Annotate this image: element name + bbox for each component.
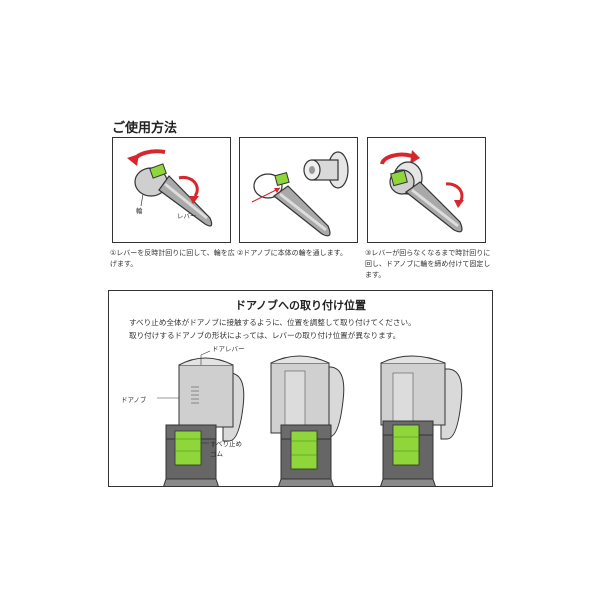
lever-label: レバー	[177, 212, 197, 220]
position-instructions: すべり止め全体がドアノブに接触するように、位置を調整して取り付けてください。 取…	[129, 316, 416, 342]
knob-diagrams	[157, 350, 463, 486]
step-3-illustration	[367, 137, 486, 243]
door-knob-label: ドアノブ	[121, 396, 147, 404]
section-title: ご使用方法	[112, 121, 178, 136]
knob-diagram-3	[380, 355, 463, 486]
door-lever-label: ドアレバー	[212, 345, 245, 353]
position-section: ドアノブへの取り付け位置 すべり止め全体がドアノブに接触するように、位置を調整し…	[108, 290, 493, 487]
knob-diagram-2	[270, 355, 345, 486]
knob-diagram-1	[157, 350, 245, 486]
position-line-2: 取り付けするドアノブの形状によっては、レバーの取り付け位置が異なります。	[129, 331, 401, 340]
position-title: ドアノブへの取り付け位置	[234, 299, 366, 312]
step-1-illustration: 輪 レバー	[112, 137, 231, 243]
step-3-caption: ③レバーが回らなくなるまで時計回りに回し、ドアノブに輪を締め付けて固定します。	[365, 249, 491, 279]
step-2-caption: ②ドアノブに本体の輪を通します。	[237, 249, 347, 257]
grip-rubber-label-1: すべり止め	[210, 440, 243, 448]
position-line-1: すべり止め全体がドアノブに接触するように、位置を調整して取り付けてください。	[129, 318, 416, 327]
step-2-illustration	[239, 137, 358, 243]
ring-label: 輪	[136, 207, 143, 215]
grip-rubber-label-2: ゴム	[210, 450, 223, 458]
step-1-caption: ①レバーを反時計回りに回して、輪を広げます。	[110, 249, 235, 268]
